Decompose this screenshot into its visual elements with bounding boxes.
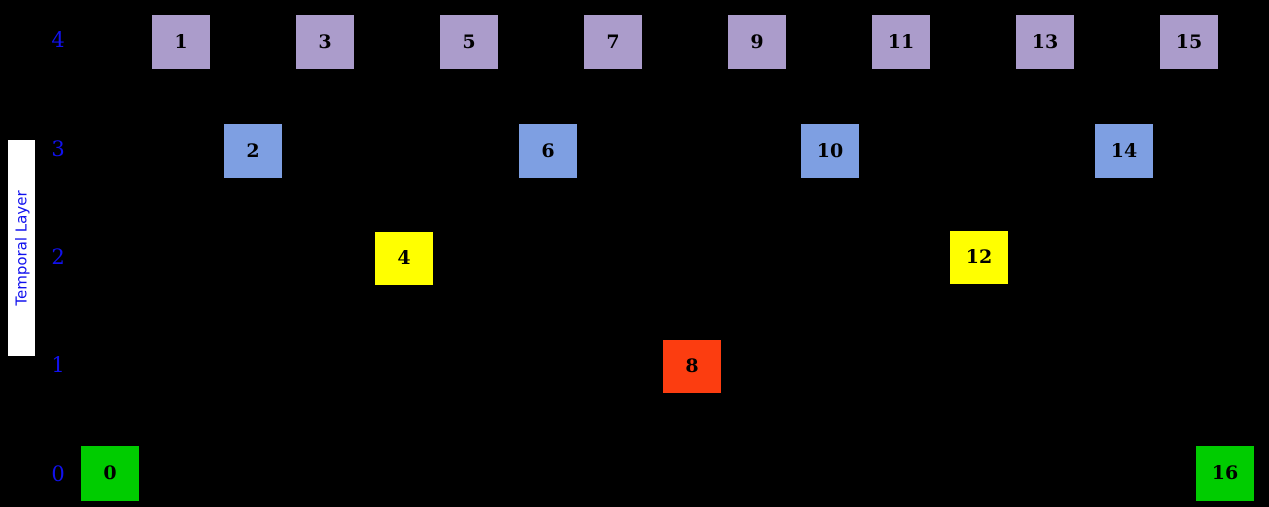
frame-box-4: 4 — [375, 232, 433, 285]
frame-box-12: 12 — [950, 231, 1008, 284]
frame-box-10: 10 — [801, 124, 859, 178]
frame-box-3: 3 — [296, 15, 354, 69]
frame-box-15: 15 — [1160, 15, 1218, 69]
y-axis-tick-label-2: 2 — [51, 245, 65, 269]
y-axis-tick-label-1: 1 — [51, 353, 65, 377]
y-axis-tick-label-3: 3 — [51, 137, 65, 161]
y-axis-title-plaque: Temporal Layer — [8, 140, 35, 356]
y-axis-tick-label-0: 0 — [51, 462, 65, 486]
frame-box-13: 13 — [1016, 15, 1074, 69]
frame-box-14: 14 — [1095, 124, 1153, 178]
y-axis-tick-label-4: 4 — [51, 28, 65, 52]
frame-box-8: 8 — [663, 340, 721, 393]
frame-box-9: 9 — [728, 15, 786, 69]
frame-box-11: 11 — [872, 15, 930, 69]
frame-box-5: 5 — [440, 15, 498, 69]
frame-box-2: 2 — [224, 124, 282, 178]
frame-box-6: 6 — [519, 124, 577, 178]
frame-box-16: 16 — [1196, 446, 1254, 501]
y-axis-title-label: Temporal Layer — [12, 190, 31, 306]
frame-box-1: 1 — [152, 15, 210, 69]
frame-box-7: 7 — [584, 15, 642, 69]
frame-box-0: 0 — [81, 446, 139, 501]
